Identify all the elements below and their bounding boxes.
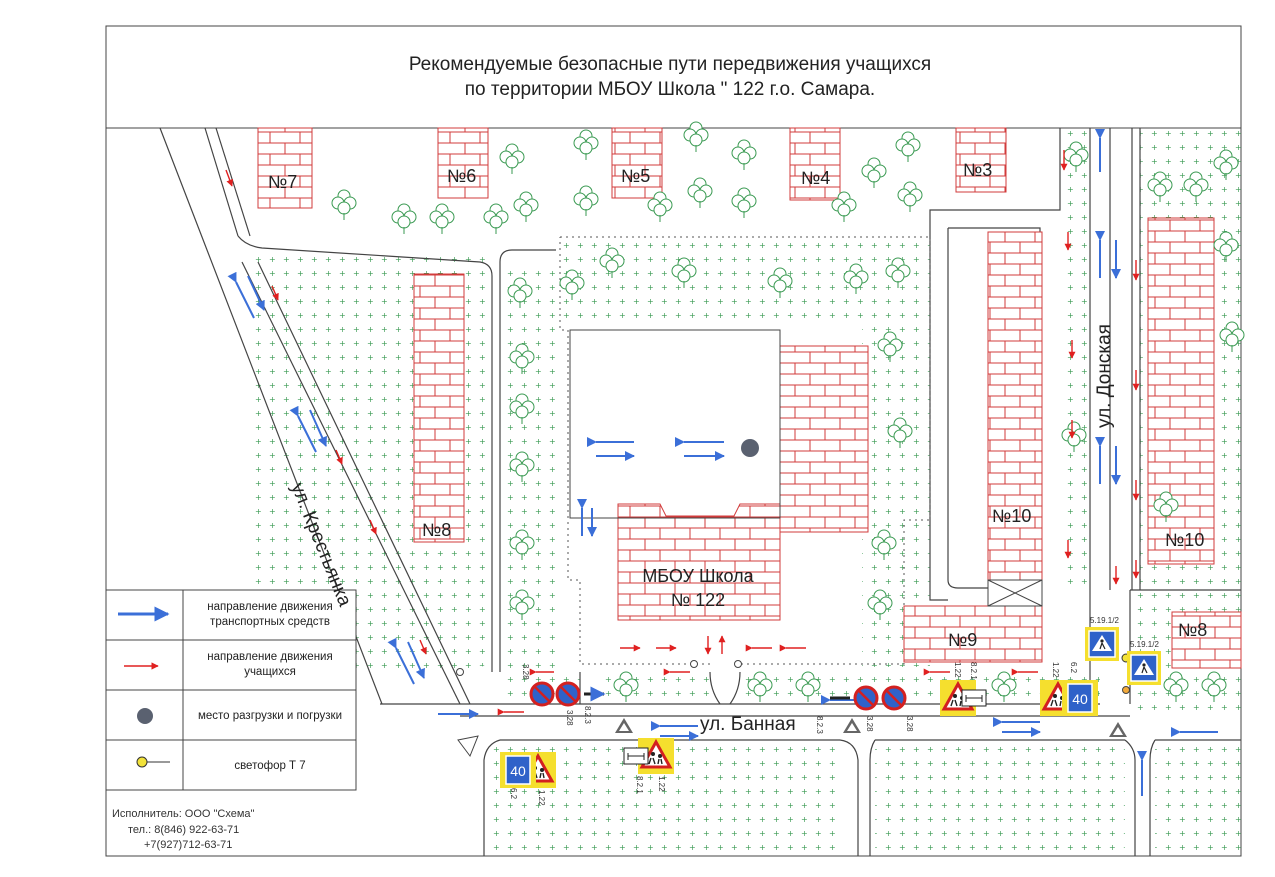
- speed-limit-sign-left: 40: [500, 752, 536, 788]
- buildings: [257, 127, 1242, 669]
- school-yard: [569, 329, 781, 519]
- contractor-phone-2: +7(927)712-63-71: [144, 839, 233, 851]
- legend-students-text: направление движения учащихся: [207, 651, 333, 678]
- no-stopping-sign: [881, 685, 907, 711]
- building-3: [955, 127, 1007, 193]
- building-label-3: №3: [963, 160, 993, 180]
- building-label-7: №7: [268, 172, 298, 192]
- road-signs: [457, 626, 1162, 790]
- school-label-line2: № 122: [670, 590, 726, 610]
- building-6: [437, 127, 489, 199]
- street-label-bannaya: ул. Банная: [700, 714, 796, 735]
- contractor-name: Исполнитель: ООО "Схема": [112, 808, 255, 820]
- building-8: [413, 273, 465, 543]
- building-label-6: №6: [447, 166, 477, 186]
- school-fence: [559, 236, 931, 665]
- plate-8-2-1: [623, 747, 649, 765]
- sign-code: 6.2: [509, 788, 518, 800]
- building-label-8-right: №8: [1178, 620, 1208, 640]
- sign-code: 8.2.3: [815, 716, 824, 734]
- sign-code: 3.28: [565, 710, 574, 726]
- sign-code: 1.22: [537, 790, 546, 806]
- pedestrian-crossing-sign: [1084, 626, 1120, 662]
- scheme-title-line1: Рекомендуемые безопасные пути передвижен…: [408, 54, 932, 75]
- no-stopping-sign: [529, 681, 555, 707]
- building-label-10-left: №10: [992, 506, 1032, 526]
- legend-vehicles-text: направление движения транспортных средст…: [207, 601, 333, 628]
- building-label-5: №5: [621, 166, 651, 186]
- legend-box: [105, 589, 357, 791]
- scheme-title-line2: по территории МБОУ Школа " 122 г.о. Сама…: [464, 79, 876, 100]
- building-7: [257, 127, 313, 209]
- sign-code: 8.2.1: [969, 662, 978, 680]
- sign-code: 5.19.1/2: [1130, 640, 1159, 649]
- sign-code: 3.28: [521, 664, 530, 680]
- sign-code: 8.2.1: [635, 776, 644, 794]
- route-markers: [456, 660, 1130, 694]
- speed-limit-sign-right: 40: [1062, 680, 1098, 716]
- loading-point: [741, 439, 759, 457]
- no-stopping-sign: [853, 685, 879, 711]
- building-10-right: [1147, 217, 1215, 565]
- legend-loading-text: место разгрузки и погрузки: [197, 710, 343, 722]
- sign-code: 1.22: [657, 776, 666, 792]
- pedestrian-crossing-sign: [1126, 650, 1162, 686]
- sign-code: 3.28: [905, 716, 914, 732]
- sign-code: 3.28: [865, 716, 874, 732]
- no-stopping-sign: [555, 681, 581, 707]
- sign-code: 6.2: [1069, 662, 1078, 674]
- speed-limit-value: 40: [510, 763, 526, 779]
- school-wing-right: [779, 345, 869, 533]
- building-label-4: №4: [801, 168, 831, 188]
- vehicle-arrows: [142, 129, 1218, 796]
- building-8-right: [1171, 611, 1242, 669]
- speed-limit-value: 40: [1072, 691, 1088, 707]
- building-label-8: №8: [422, 520, 452, 540]
- student-arrows: [225, 150, 1140, 716]
- school-main: [617, 503, 781, 621]
- green-areas: [250, 128, 1241, 856]
- sign-code: 8.2.3: [583, 706, 592, 724]
- sign-code: 1.22: [1051, 662, 1060, 678]
- building-10-left: [987, 231, 1043, 581]
- sign-code: 5.19.1/2: [1090, 616, 1119, 625]
- legend-traffic-light-text: светофор Т 7: [234, 760, 306, 772]
- plate-8-2-1: [961, 689, 987, 707]
- contractor-phone-1: тел.: 8(846) 922-63-71: [128, 824, 240, 836]
- building-4: [789, 127, 841, 201]
- building-label-10-right: №10: [1165, 530, 1205, 550]
- building-5: [611, 127, 663, 199]
- school-label-line1: МБОУ Школа: [642, 566, 754, 586]
- building-9: [903, 605, 1043, 663]
- street-label-donskaya: ул. Донская: [1094, 324, 1115, 428]
- building-label-9: №9: [948, 630, 978, 650]
- sign-code: 1.22: [953, 662, 962, 678]
